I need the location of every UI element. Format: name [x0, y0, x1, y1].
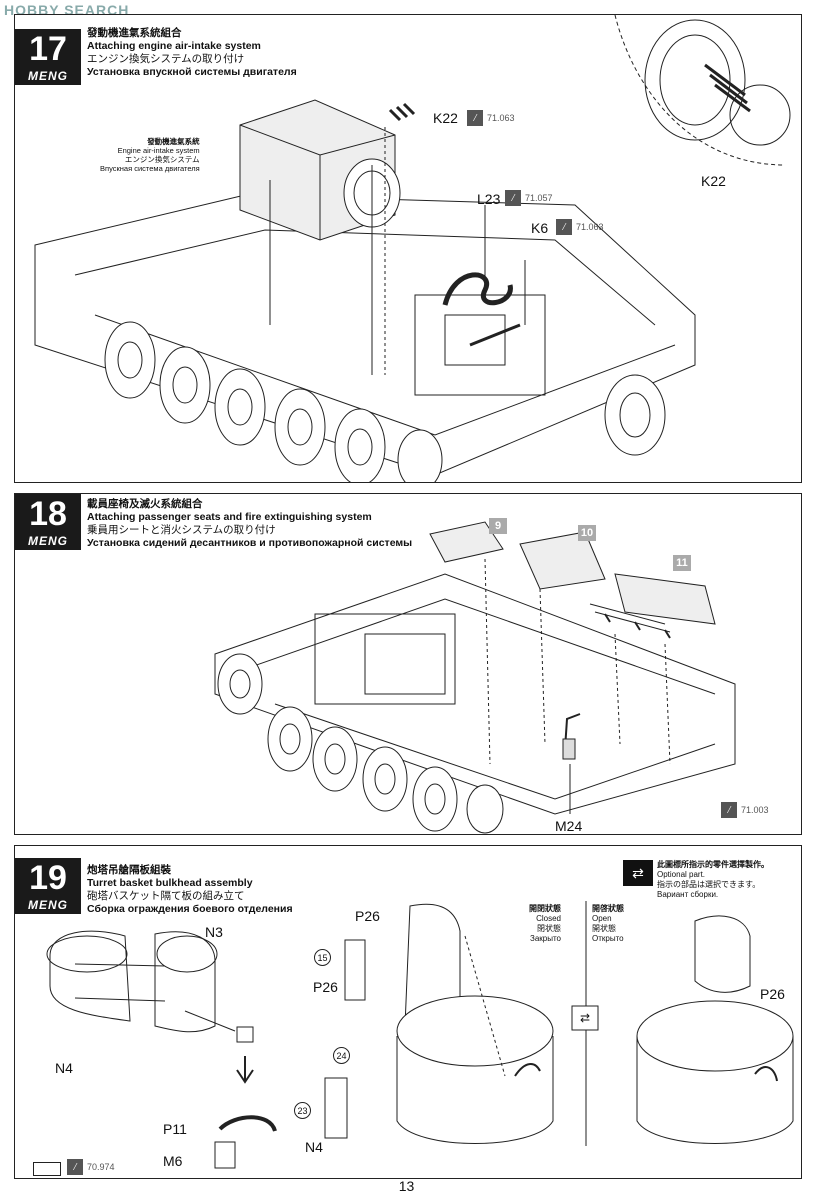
brand-logo: MENG	[28, 898, 68, 912]
paint-code: 71.063	[487, 113, 515, 123]
paint-code: 71.057	[525, 193, 553, 203]
optional-zh: 此圖標所指示的零件選擇製作。	[657, 860, 769, 869]
title-zh: 炮塔吊艙隔板組裝	[87, 864, 171, 876]
closed-en: Closed	[536, 914, 561, 923]
title-en: Turret basket bulkhead assembly	[87, 877, 253, 889]
part-label-k22-detail: K22	[701, 173, 726, 189]
closed-zh: 開閉狀態	[529, 904, 561, 913]
callout-ja: エンジン換気システム	[124, 155, 200, 164]
paint-k6: / 71.063	[556, 219, 604, 235]
detail-inset	[614, 15, 791, 166]
step-17-titles: 發動機進氣系統組合 Attaching engine air-intake sy…	[87, 27, 297, 79]
step-18-drawing	[214, 521, 736, 834]
paint-k22: / 71.063	[467, 110, 515, 126]
optional-note: 此圖標所指示的零件選擇製作。 Optional part. 指示の部品は選択でき…	[657, 860, 769, 900]
circle-23: 23	[294, 1102, 311, 1119]
callout-ru: Впускная система двигателя	[100, 164, 200, 173]
part-label-n3: N3	[205, 924, 223, 940]
paint-brush-icon: /	[505, 190, 521, 206]
closed-ja: 閉状態	[537, 924, 561, 933]
callout-block: 發動機進氣系統 Engine air-intake system エンジン換気シ…	[100, 137, 200, 173]
title-ru: Установка впускной системы двигателя	[87, 66, 297, 78]
part-label-n4: N4	[55, 1060, 73, 1076]
step-17-badge: 17 MENG	[15, 29, 81, 85]
optional-ja: 指示の部品は選択できます。	[657, 880, 761, 889]
open-ja: 開状態	[592, 924, 616, 933]
circle-24: 24	[333, 1047, 350, 1064]
title-ja: 乗員用シートと消火システムの取り付け	[87, 524, 276, 536]
step-number: 17	[29, 30, 67, 68]
part-label-p11: P11	[163, 1121, 187, 1137]
part-number-11: 11	[673, 555, 691, 571]
step-18-panel: 18 MENG 載員座椅及滅火系統組合 Attaching passenger …	[14, 493, 802, 835]
paint-brush-icon: /	[721, 802, 737, 818]
step-17-panel: 17 MENG 發動機進氣系統組合 Attaching engine air-i…	[14, 14, 802, 483]
paint-brush-icon: /	[67, 1159, 83, 1175]
part-label-k22: K22	[433, 110, 458, 126]
title-en: Attaching passenger seats and fire extin…	[87, 511, 372, 523]
paint-brush-icon: /	[556, 219, 572, 235]
part-label-k6: K6	[531, 220, 549, 236]
optional-ru: Вариант сборки.	[657, 890, 719, 899]
part-label-p26-mid: P26	[313, 979, 338, 995]
step-17-drawing	[34, 15, 791, 482]
closed-ru: Закрыто	[529, 934, 561, 943]
callout-en: Engine air-intake system	[117, 146, 200, 155]
page-number: 13	[398, 1178, 415, 1194]
optional-en: Optional part.	[657, 870, 706, 879]
part-label-m6: M6	[163, 1153, 183, 1169]
paint-code: 71.003	[741, 805, 769, 815]
step-19-drawing	[46, 901, 794, 1169]
road-wheels	[104, 321, 666, 482]
paint-70974: / 70.974	[67, 1159, 115, 1175]
title-ja: 砲塔バスケット隔て板の組み立て	[87, 890, 245, 902]
open-ru: Открыто	[592, 934, 624, 943]
step-19-titles: 炮塔吊艙隔板組裝 Turret basket bulkhead assembly…	[87, 864, 293, 916]
callout-zh: 發動機進氣系統	[147, 137, 200, 146]
step-19-panel: 19 MENG 炮塔吊艙隔板組裝 Turret basket bulkhead …	[14, 845, 802, 1179]
part-label-n4-detail: N4	[305, 1139, 323, 1155]
color-swatch	[33, 1162, 61, 1176]
open-state: 開啓狀態 Open 開状態 Открыто	[592, 904, 624, 944]
part-label-p26-right: P26	[760, 986, 785, 1002]
title-en: Attaching engine air-intake system	[87, 40, 261, 52]
open-en: Open	[592, 914, 612, 923]
brand-logo: MENG	[28, 534, 68, 548]
road-wheels	[217, 653, 504, 834]
title-zh: 發動機進氣系統組合	[87, 27, 182, 39]
part-number-10: 10	[578, 525, 596, 541]
title-zh: 載員座椅及滅火系統組合	[87, 498, 203, 510]
open-zh: 開啓狀態	[592, 904, 624, 913]
circle-15: 15	[314, 949, 331, 966]
step-18-badge: 18 MENG	[15, 494, 81, 550]
title-ru: Сборка ограждения боевого отделения	[87, 903, 293, 915]
step-number: 18	[29, 495, 67, 533]
part-label-m24: M24	[555, 818, 583, 834]
title-ru: Установка сидений десантников и противоп…	[87, 537, 413, 549]
step-19-badge: 19 MENG	[15, 858, 81, 914]
part-number-9: 9	[489, 518, 507, 534]
optional-icon: ⇄	[623, 860, 653, 886]
part-label-l23: L23	[477, 191, 501, 207]
brand-logo: MENG	[28, 69, 68, 83]
part-label-p26-top: P26	[355, 908, 380, 924]
paint-l23: / 71.057	[505, 190, 553, 206]
step-18-titles: 載員座椅及滅火系統組合 Attaching passenger seats an…	[87, 498, 412, 550]
paint-code: 71.063	[576, 222, 604, 232]
title-ja: エンジン換気システムの取り付け	[87, 53, 245, 65]
step-number: 19	[29, 859, 67, 897]
paint-71003: / 71.003	[721, 802, 769, 818]
paint-code: 70.974	[87, 1162, 115, 1172]
closed-state: 開閉狀態 Closed 閉状態 Закрыто	[529, 904, 561, 944]
swap-icon: ⇄	[579, 1011, 591, 1025]
paint-brush-icon: /	[467, 110, 483, 126]
